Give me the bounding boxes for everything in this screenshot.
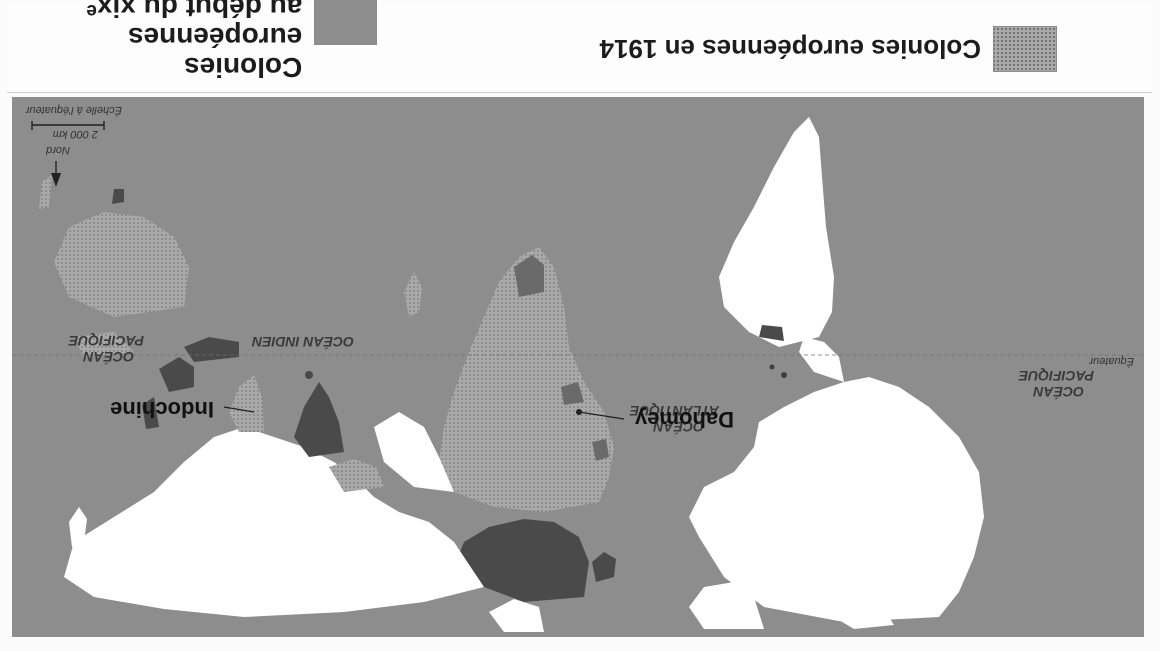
- guyanas-colony: [759, 325, 784, 341]
- scandinavia: [489, 599, 544, 632]
- australia: [54, 212, 189, 317]
- legend-1914-label: Colonies européennes en 1914: [599, 34, 981, 65]
- world-map: OCÉAN PACIFIQUE OCÉAN PACIFIQUE OCÉAN AT…: [12, 97, 1144, 637]
- dahomey-marker: [576, 409, 582, 415]
- central-asia-colony: [329, 459, 384, 492]
- pacific-west-label-1: OCÉAN: [1033, 384, 1084, 400]
- atlantic-label-2: ATLANTIQUE: [629, 403, 720, 419]
- borneo-colony: [159, 357, 194, 392]
- caribbean-colony: [769, 364, 775, 370]
- legend-early-line1: Colonies européennes: [128, 21, 303, 83]
- north-america: [689, 377, 984, 622]
- scale-bar: [31, 121, 105, 130]
- africa-early-colony: [592, 439, 609, 461]
- north-arrow: [51, 161, 61, 187]
- indian-ocean-label: OCÉAN INDIEN: [251, 334, 354, 350]
- tasmania-colony: [112, 189, 124, 204]
- europe: [454, 519, 589, 602]
- scale-note: Échelle à l'équateur: [24, 104, 122, 117]
- indochina-label: Indochine: [110, 397, 214, 422]
- ceylon-colony: [305, 371, 313, 379]
- equator-label: Équateur: [1088, 355, 1134, 368]
- legend-early-line2: au début du xixᵉ siècle: [86, 0, 303, 23]
- central-america: [799, 337, 844, 382]
- legend-early-label: Colonies européennes au début du xixᵉ si…: [7, 0, 303, 83]
- british-isles: [592, 552, 616, 582]
- indochina-colony: [229, 375, 264, 432]
- asia: [64, 427, 484, 617]
- scale-value: 2 000 km: [53, 128, 99, 140]
- arabia: [374, 412, 454, 492]
- dahomey-label: Dahomey: [634, 407, 734, 432]
- africa-early-colony: [561, 382, 584, 405]
- dahomey-leader-line: [578, 411, 625, 420]
- greenland: [689, 582, 764, 629]
- south-america: [719, 117, 834, 347]
- africa: [439, 247, 614, 512]
- world-map-svg: OCÉAN PACIFIQUE OCÉAN PACIFIQUE OCÉAN AT…: [12, 97, 1144, 637]
- new-guinea-colony: [74, 332, 134, 357]
- legend: Colonies européennes en 1914 Colonies eu…: [7, 0, 1152, 93]
- pacific-east-label-2: PACIFIQUE: [68, 333, 144, 349]
- arctic-islands: [834, 607, 894, 629]
- north-label: Nord: [45, 144, 70, 156]
- madagascar: [404, 272, 422, 317]
- legend-1914: Colonies européennes en 1914: [600, 26, 1057, 72]
- india-colony: [294, 382, 344, 457]
- legend-early: Colonies européennes au début du xixᵉ si…: [7, 0, 377, 83]
- caribbean-colony: [781, 372, 787, 378]
- indonesia-colony: [184, 337, 239, 362]
- legend-1914-swatch: [993, 26, 1057, 72]
- legend-early-swatch: [314, 0, 377, 45]
- atlantic-label-1: OCÉAN: [653, 419, 704, 435]
- pacific-west-label-2: PACIFIQUE: [1018, 368, 1094, 384]
- pacific-east-label-1: OCÉAN: [83, 349, 134, 365]
- africa-early-colony: [514, 255, 544, 297]
- philippines-colony: [142, 397, 159, 429]
- new-zealand: [39, 175, 52, 209]
- japan: [69, 507, 87, 547]
- indochina-leader-line: [223, 406, 255, 413]
